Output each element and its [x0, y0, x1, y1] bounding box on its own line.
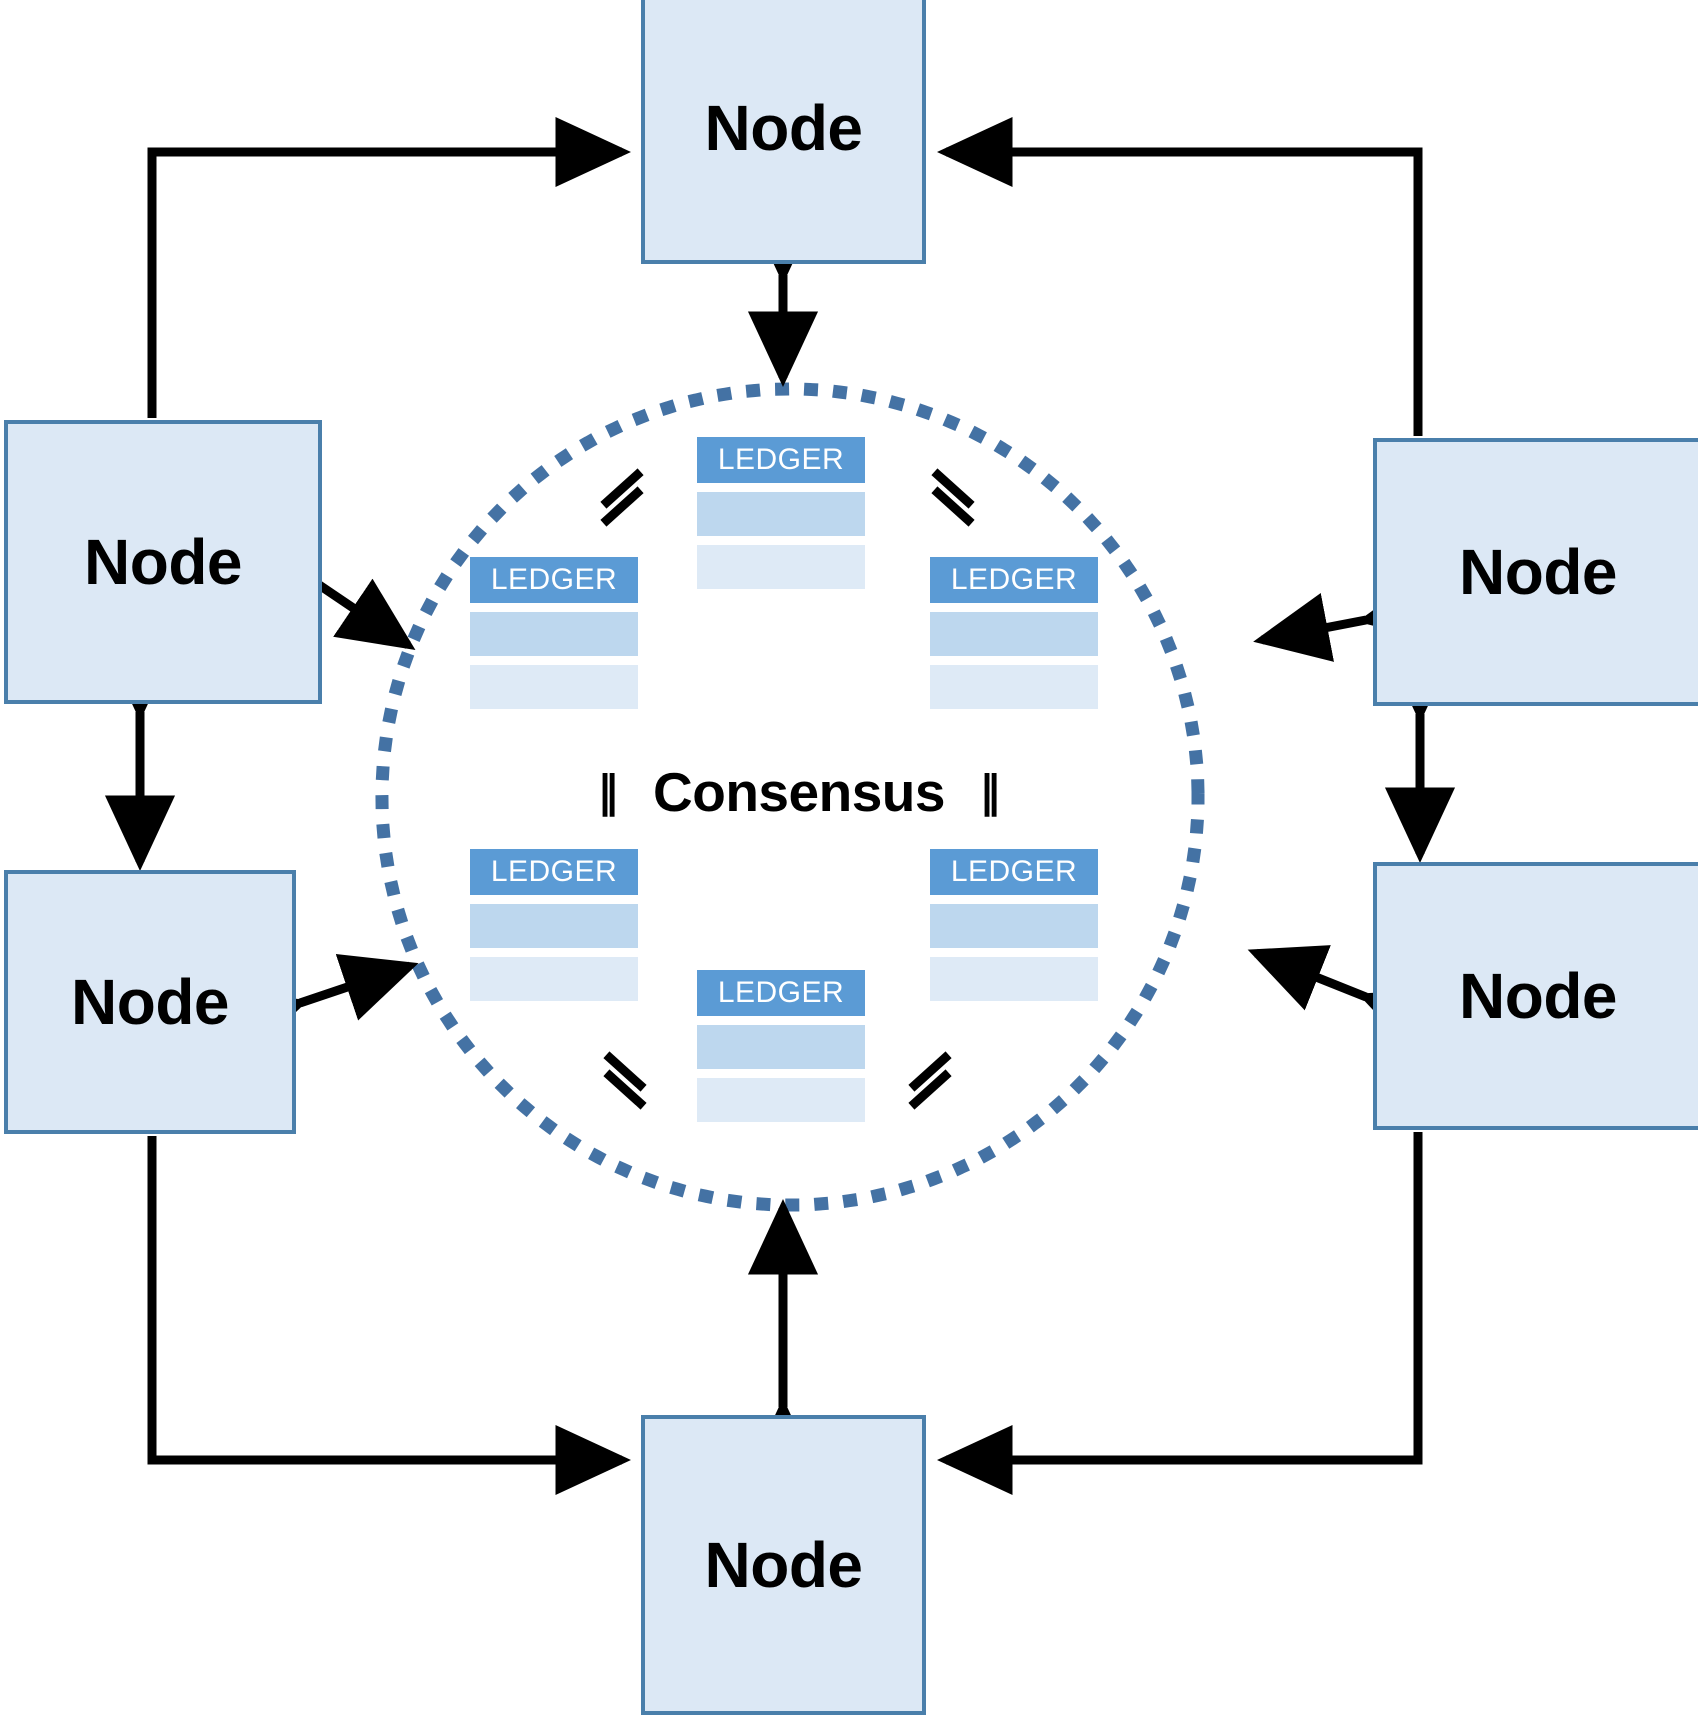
- equality-mark-bottom-left: [600, 1051, 654, 1110]
- ledger-row: [697, 492, 865, 536]
- arrow-leftup-to-top: [147, 116, 631, 418]
- equality-mark-bottom-right: [905, 1051, 959, 1110]
- ledger-row: [697, 1078, 865, 1122]
- ledger-header: LEDGER: [470, 557, 638, 603]
- node-label: Node: [704, 92, 864, 164]
- node-box-right-upper[interactable]: Node: [1373, 438, 1698, 706]
- ledger-row: [470, 612, 638, 656]
- node-label: Node: [1459, 536, 1618, 608]
- arrow-leftdown-consensus: [225, 953, 419, 1058]
- equality-mark-mid-left: ‖: [597, 766, 620, 817]
- ledger-card-lower-left[interactable]: LEDGER: [470, 849, 638, 1001]
- ledger-row: [470, 957, 638, 1001]
- ledger-header: LEDGER: [930, 849, 1098, 895]
- ledger-row: [930, 612, 1098, 656]
- ledger-header: LEDGER: [470, 849, 638, 895]
- arrow-rightdown-consensus: [1247, 945, 1441, 1055]
- node-label: Node: [704, 1529, 864, 1601]
- ledger-header: LEDGER: [930, 557, 1098, 603]
- node-box-top[interactable]: Node: [641, 0, 926, 264]
- ledger-card-lower-right[interactable]: LEDGER: [930, 849, 1098, 1001]
- ledger-card-upper-left[interactable]: LEDGER: [470, 557, 638, 709]
- ledger-row: [470, 904, 638, 948]
- arrow-rightup-to-top: [937, 116, 1423, 436]
- consensus-row: ‖ Consensus ‖: [519, 757, 1079, 827]
- node-box-bottom[interactable]: Node: [641, 1415, 926, 1715]
- equality-mark-top-right: [928, 468, 982, 527]
- ledger-row: [930, 904, 1098, 948]
- node-label: Node: [1459, 960, 1618, 1032]
- ledger-row: [930, 957, 1098, 1001]
- ledger-card-bottom[interactable]: LEDGER: [697, 970, 865, 1122]
- ledger-row: [930, 665, 1098, 709]
- arrow-leftdown-to-bottom: [147, 1136, 631, 1496]
- node-label: Node: [84, 526, 243, 598]
- arrow-rightup-consensus: [1253, 572, 1439, 662]
- node-box-left-upper[interactable]: Node: [4, 420, 322, 704]
- ledger-row: [697, 545, 865, 589]
- node-box-right-lower[interactable]: Node: [1373, 862, 1698, 1130]
- ledger-header: LEDGER: [697, 437, 865, 483]
- ledger-card-upper-right[interactable]: LEDGER: [930, 557, 1098, 709]
- ledger-row: [697, 1025, 865, 1069]
- ledger-card-top[interactable]: LEDGER: [697, 437, 865, 589]
- equality-mark-mid-right: ‖: [978, 766, 1001, 817]
- ledger-header: LEDGER: [697, 970, 865, 1016]
- node-label: Node: [71, 966, 230, 1038]
- arrow-rightdown-to-bottom: [937, 1132, 1423, 1496]
- ledger-row: [470, 665, 638, 709]
- equality-mark-top-left: [597, 468, 651, 527]
- consensus-label: Consensus: [653, 760, 945, 823]
- node-box-left-lower[interactable]: Node: [4, 870, 296, 1134]
